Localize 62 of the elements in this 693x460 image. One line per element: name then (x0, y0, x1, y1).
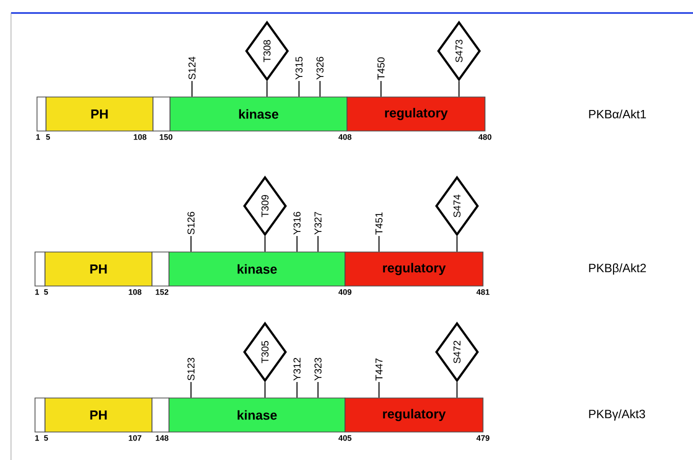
residue-number: 409 (338, 289, 352, 295)
site-label: Y323 (314, 358, 322, 381)
residue-number: 5 (44, 289, 48, 295)
residue-number: 148 (156, 435, 168, 441)
site-label: Y316 (293, 212, 301, 235)
linker-box (34, 398, 46, 432)
residue-number: 107 (128, 435, 142, 441)
site-tick (456, 382, 458, 398)
site-tick (264, 236, 266, 252)
kinase-domain-box: kinase (170, 96, 348, 132)
residue-number: 480 (478, 134, 492, 140)
residue-number: 152 (156, 289, 168, 295)
site-label: T450 (377, 57, 385, 80)
regulatory-domain-box: regulatory (344, 398, 484, 432)
residue-number: 479 (476, 435, 490, 441)
site-tick (266, 80, 268, 98)
residue-number: 5 (44, 435, 48, 441)
site-tick (458, 80, 460, 98)
site-label: S124 (188, 56, 196, 80)
site-label: T447 (376, 358, 382, 381)
residue-number: 1 (36, 134, 40, 140)
site-label: Y327 (314, 212, 322, 235)
site-tick (296, 382, 298, 398)
site-tick (378, 236, 380, 252)
residue-number: 1 (35, 289, 39, 295)
residue-number: 5 (46, 134, 50, 140)
residue-number: 1 (35, 435, 39, 441)
kinase-domain-box: kinase (168, 252, 346, 286)
residue-number: 408 (338, 134, 352, 140)
kinase-domain-box: kinase (168, 398, 346, 432)
site-tick (190, 236, 192, 252)
site-label: Y312 (293, 358, 301, 381)
linker-box (34, 252, 46, 286)
site-tick (456, 236, 458, 252)
site-tick (380, 80, 382, 98)
regulatory-domain-box: regulatory (344, 252, 484, 286)
protein-name: PKBγ/Akt3 (589, 409, 646, 421)
residue-number: 108 (134, 134, 146, 140)
site-label: Y326 (316, 56, 324, 80)
ph-domain-box: PH (46, 96, 154, 132)
site-tick (296, 236, 298, 252)
site-label: T451 (376, 212, 382, 235)
linker-box (152, 398, 170, 432)
protein-name: PKBβ/Akt2 (589, 263, 646, 275)
site-label: S123 (187, 358, 195, 380)
linker-box (36, 96, 46, 132)
site-tick (264, 382, 266, 398)
site-tick (378, 382, 380, 398)
residue-number: 481 (476, 289, 490, 295)
ph-domain-box: PH (44, 398, 152, 432)
site-tick (190, 382, 192, 398)
regulatory-domain-box: regulatory (346, 96, 486, 132)
linker-box (152, 96, 170, 132)
site-label: S126 (187, 212, 195, 234)
site-label: Y315 (295, 56, 303, 80)
ph-domain-box: PH (44, 252, 152, 286)
residue-number: 150 (160, 134, 172, 140)
residue-number: 405 (338, 435, 352, 441)
residue-number: 108 (128, 289, 142, 295)
protein-name: PKBα/Akt1 (589, 110, 646, 118)
linker-box (152, 252, 170, 286)
site-tick (298, 80, 300, 98)
